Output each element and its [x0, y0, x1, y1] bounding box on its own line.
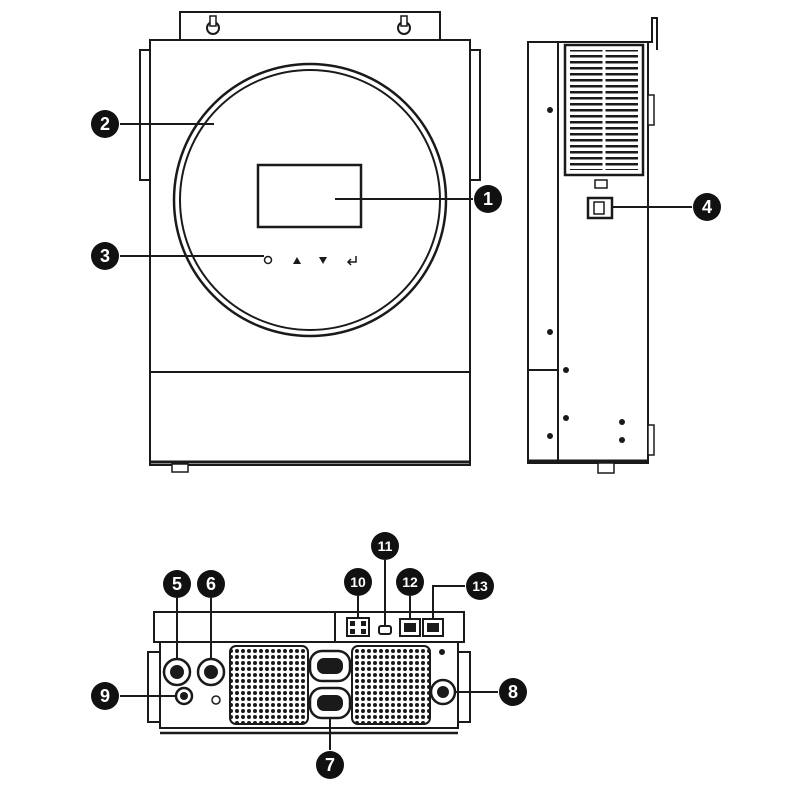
callout-11-number: 11 [378, 538, 393, 554]
callout-5: 5 [163, 570, 191, 598]
front-body [149, 39, 471, 466]
callout-9: 9 [91, 682, 119, 710]
callout-12: 12 [396, 568, 424, 596]
callout-8-number: 8 [508, 682, 518, 702]
down-arrow-icon[interactable] [319, 257, 327, 264]
callout-13: 13 [466, 572, 494, 600]
terminal-12 [399, 618, 421, 637]
side-right-tab-bottom [647, 424, 655, 456]
up-arrow-icon[interactable] [293, 257, 301, 264]
side-bracket [645, 17, 658, 50]
terminal-11 [378, 625, 392, 635]
bottom-right-tab [457, 651, 471, 723]
side-connector [594, 179, 608, 189]
side-view [527, 17, 658, 474]
callout-2-number: 2 [100, 114, 110, 134]
enter-icon[interactable] [346, 256, 357, 266]
terminal-8 [429, 678, 457, 706]
bottom-view [147, 611, 471, 735]
callout-8: 8 [499, 678, 527, 706]
callout-4-number: 4 [702, 197, 712, 217]
power-led [263, 255, 273, 265]
terminal-13 [422, 618, 444, 637]
callout-5-number: 5 [172, 574, 182, 594]
callout-7: 7 [316, 751, 344, 779]
callout-10-number: 10 [350, 574, 366, 590]
callout-9-number: 9 [100, 686, 110, 706]
terminal-10 [346, 617, 370, 637]
lcd-display [256, 163, 363, 229]
terminal-7 [308, 649, 352, 720]
callout-2: 2 [91, 110, 119, 138]
terminal-6 [196, 657, 226, 687]
callout-10: 10 [344, 568, 372, 596]
callout-3-number: 3 [100, 246, 110, 266]
callout-6-number: 6 [206, 574, 216, 594]
terminal-5 [162, 657, 192, 687]
side-screws [547, 107, 625, 443]
callout-11: 11 [371, 532, 399, 560]
bottom-left-tab [147, 651, 161, 723]
front-foot [171, 463, 189, 473]
callout-3: 3 [91, 242, 119, 270]
callout-12-number: 12 [402, 574, 418, 590]
front-view [139, 11, 481, 473]
callout-6: 6 [197, 570, 225, 598]
leader-lines [120, 123, 692, 750]
side-foot [597, 462, 615, 474]
callout-1-number: 1 [483, 189, 493, 209]
mounting-bracket [179, 11, 441, 43]
fan-grille-left [229, 645, 309, 725]
callout-13-number: 13 [472, 578, 488, 594]
side-right-tab-top [647, 94, 655, 126]
callout-4: 4 [693, 193, 721, 221]
callout-1: 1 [474, 185, 502, 213]
callout-badges: 1 2 3 4 5 6 7 8 [91, 110, 721, 779]
callout-7-number: 7 [325, 755, 335, 775]
fan-grille-right [351, 645, 431, 725]
